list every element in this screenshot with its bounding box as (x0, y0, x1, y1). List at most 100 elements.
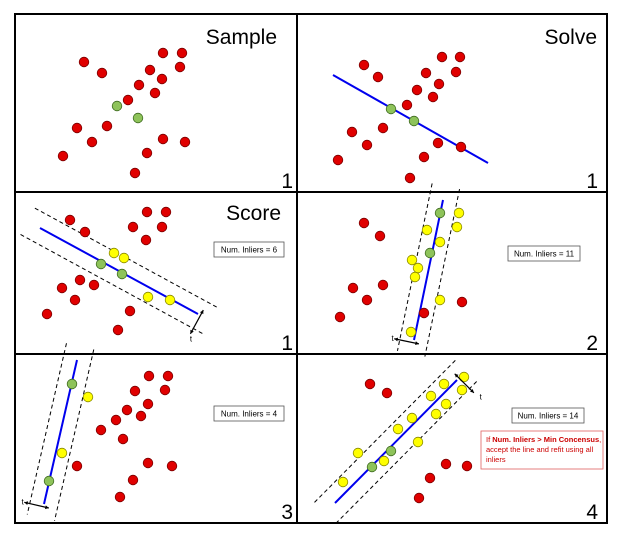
inlier-point (438, 378, 450, 390)
outlier-point (149, 87, 161, 99)
outlier-point (135, 410, 147, 422)
outlier-point (157, 133, 169, 145)
svg-text:If Num. Inliers > Min Concensu: If Num. Inliers > Min Concensus,accept t… (486, 435, 601, 464)
inliers-box-3: Num. Inliers = 4 (213, 405, 285, 422)
inlier-point (164, 294, 176, 306)
inliers-box-score: Num. Inliers = 6 (213, 241, 285, 258)
inlier-point (409, 271, 421, 283)
outlier-point (56, 282, 68, 294)
outlier-point (124, 305, 136, 317)
inlier-point (56, 447, 68, 459)
sampled-point (43, 475, 55, 487)
model-line (413, 199, 444, 341)
arrow-head (44, 505, 49, 510)
outlier-point (142, 457, 154, 469)
model-line (334, 379, 458, 504)
inlier-point (412, 262, 424, 274)
inlier-point (434, 236, 446, 248)
outlier-point (160, 206, 172, 218)
panel-number-4: 4 (586, 501, 598, 524)
panel-number-2: 2 (586, 332, 598, 355)
outlier-point (427, 91, 439, 103)
outlier-point (141, 147, 153, 159)
outlier-point (450, 66, 462, 78)
inlier-point (378, 455, 390, 467)
outlier-point (346, 126, 358, 138)
outlier-point (454, 51, 466, 63)
inliers-label: Num. Inliers = 14 (518, 412, 579, 421)
band-width-arrow (189, 309, 204, 335)
inlier-point (406, 254, 418, 266)
arrow-head (199, 310, 204, 315)
sampled-point (385, 103, 397, 115)
outlier-point (129, 385, 141, 397)
inlier-point (412, 436, 424, 448)
outlier-point (440, 458, 452, 470)
sampled-point (66, 378, 78, 390)
inlier-point (425, 390, 437, 402)
inliers-label: Num. Inliers = 4 (221, 410, 278, 419)
band-width-label: t (480, 392, 483, 401)
arrow-head (470, 388, 474, 393)
inlier-point (337, 476, 349, 488)
outlier-point (374, 230, 386, 242)
note-segment: Num. Inliers > Min Concensus (492, 435, 599, 444)
outlier-point (358, 217, 370, 229)
arrow-head (24, 501, 29, 506)
outlier-point (141, 206, 153, 218)
outlier-point (156, 221, 168, 233)
outlier-point (372, 71, 384, 83)
outlier-point (95, 424, 107, 436)
outlier-point (381, 387, 393, 399)
outlier-point (364, 378, 376, 390)
outlier-point (71, 460, 83, 472)
panel-number-3: 3 (281, 501, 293, 524)
outlier-point (64, 214, 76, 226)
sampled-point (385, 445, 397, 457)
diagram-frame (14, 13, 608, 524)
sampled-point (111, 100, 123, 112)
inliers-label: Num. Inliers = 11 (514, 250, 575, 259)
inlier-point (458, 371, 470, 383)
sampled-point (408, 115, 420, 127)
outlier-point (78, 56, 90, 68)
outlier-point (455, 141, 467, 153)
sampled-point (116, 268, 128, 280)
note-segment: accept the line and refit using all (486, 445, 593, 454)
outlier-point (332, 154, 344, 166)
data-points (41, 47, 473, 504)
inliers-box-2: Num. Inliers = 11 (507, 245, 581, 262)
outlier-point (74, 274, 86, 286)
outlier-point (129, 167, 141, 179)
outlier-point (140, 234, 152, 246)
outlier-point (401, 99, 413, 111)
refit-note: If Num. Inliers > Min Concensus,accept t… (480, 430, 604, 470)
panel-number-1c: 1 (281, 332, 293, 355)
tolerance-boundary (54, 349, 95, 521)
outlier-point (127, 221, 139, 233)
outlier-point (133, 79, 145, 91)
outlier-point (436, 51, 448, 63)
outlier-point (424, 472, 436, 484)
band-width-arrow (394, 338, 420, 345)
arrow-head (454, 373, 459, 378)
outlier-point (174, 61, 186, 73)
inlier-point (118, 252, 130, 264)
outlier-point (117, 433, 129, 445)
panel-number-1a: 1 (281, 170, 293, 193)
inlier-point (440, 398, 452, 410)
outlier-point (88, 279, 100, 291)
outlier-point (112, 324, 124, 336)
note-segment: If (486, 435, 492, 444)
outlier-point (404, 172, 416, 184)
outlier-point (432, 137, 444, 149)
outlier-point (57, 150, 69, 162)
band-width-arrow (454, 373, 475, 394)
outlier-point (456, 296, 468, 308)
tolerance-boundary (424, 189, 461, 357)
band-width-arrow (24, 501, 49, 509)
outlier-point (101, 120, 113, 132)
sampled-point (434, 207, 446, 219)
outlier-point (122, 94, 134, 106)
